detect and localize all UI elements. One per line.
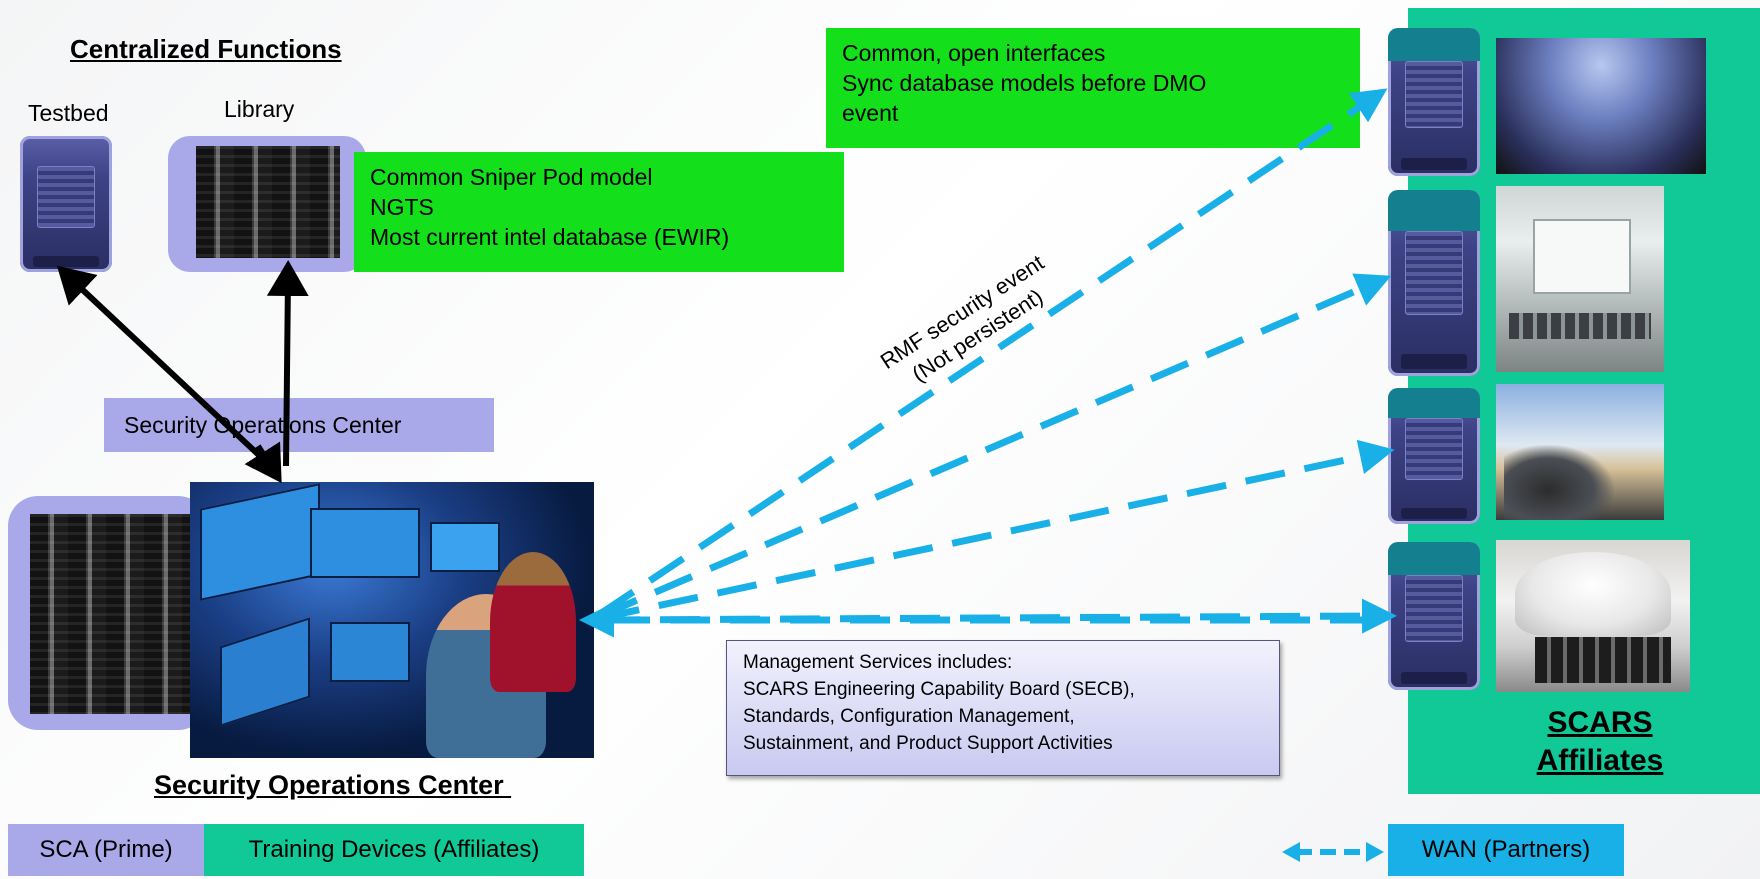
legend-arrowhead-right (1366, 842, 1384, 862)
management-line-3: Standards, Configuration Management, (743, 706, 1075, 727)
dome-simulator-photo[interactable] (1496, 540, 1690, 692)
dashed-arrow-affiliate-3 (599, 439, 1395, 622)
server-tab (1388, 542, 1480, 575)
soc-operators-photo[interactable] (190, 482, 594, 758)
soc-caption: Security Operations Center (154, 770, 512, 800)
legend-training-devices: Training Devices (Affiliates) (204, 824, 584, 876)
server-tab (1388, 28, 1480, 61)
management-line-1: Management Services includes: (743, 652, 1013, 673)
operator-figure (490, 552, 576, 692)
affiliate-server-icon-3[interactable] (1388, 388, 1480, 524)
simulator-building-photo[interactable] (1496, 186, 1664, 372)
management-services-box: Management Services includes: SCARS Engi… (726, 640, 1280, 776)
cockpit-dome-photo[interactable] (1496, 38, 1706, 174)
green-line-ngts: NGTS (370, 194, 434, 220)
soc-screen (310, 508, 420, 578)
dashed-arrow-affiliate-1 (598, 88, 1388, 617)
affiliate-server-icon-1[interactable] (1388, 28, 1480, 176)
affiliates-line-2: Affiliates (1536, 744, 1664, 777)
interfaces-line-2: Sync database models before DMO (842, 70, 1207, 96)
interfaces-line-3: event (842, 100, 899, 126)
scars-affiliates-label: SCARS Affiliates (1530, 704, 1670, 780)
affiliate-server-icon-2[interactable] (1388, 190, 1480, 376)
green-line-sniper: Common Sniper Pod model (370, 164, 653, 190)
soc-datacenter-photo[interactable] (30, 514, 202, 714)
arrow-to-library (266, 260, 309, 467)
green-line-ewir: Most current intel database (EWIR) (370, 224, 730, 250)
affiliates-line-1: SCARS (1547, 706, 1653, 739)
affiliate-server-icon-4[interactable] (1388, 542, 1480, 690)
management-line-2: SCARS Engineering Capability Board (SECB… (743, 679, 1135, 700)
testbed-label: Testbed (28, 100, 109, 126)
legend-arrowhead-left (1282, 842, 1300, 862)
dashed-arrow-affiliate-2 (598, 273, 1392, 620)
interfaces-line-1: Common, open interfaces (842, 40, 1106, 66)
centralized-functions-title: Centralized Functions (70, 34, 342, 64)
server-tab (1388, 388, 1480, 418)
library-datacenter-photo[interactable] (196, 146, 340, 258)
management-line-4: Sustainment, and Product Support Activit… (743, 733, 1113, 754)
centralized-green-box: Common Sniper Pod model NGTS Most curren… (354, 152, 844, 272)
soc-screen (330, 622, 410, 682)
testbed-server-icon[interactable] (20, 136, 112, 272)
legend-wan-partners: WAN (Partners) (1388, 824, 1624, 876)
library-label: Library (224, 96, 295, 122)
soc-label-box: Security Operations Center (104, 398, 494, 452)
arrow-to-soc (244, 441, 282, 484)
server-tab (1388, 190, 1480, 231)
soc-screen (430, 522, 500, 572)
interfaces-green-box: Common, open interfaces Sync database mo… (826, 28, 1360, 148)
arrow-to-testbed (56, 265, 265, 461)
legend-sca-prime: SCA (Prime) (8, 824, 204, 876)
jet-cockpit-photo[interactable] (1496, 384, 1664, 520)
